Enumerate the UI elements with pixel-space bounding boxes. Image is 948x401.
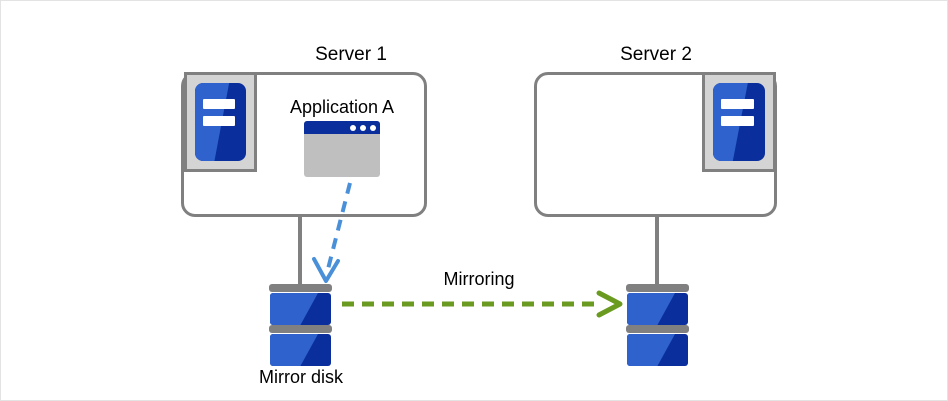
disk-platter-middle bbox=[626, 325, 689, 333]
disk-platter-middle bbox=[269, 325, 332, 333]
disk-block-upper bbox=[270, 293, 331, 325]
server-icon-bar-bottom bbox=[721, 115, 754, 126]
server1-title: Server 1 bbox=[315, 44, 387, 65]
mirror-disk-icon-right bbox=[626, 284, 689, 366]
disk-platter-top bbox=[626, 284, 689, 292]
disk-block-upper bbox=[627, 293, 688, 325]
window-dot-2 bbox=[360, 124, 366, 131]
server2-title: Server 2 bbox=[620, 44, 692, 65]
server-icon-bar-top bbox=[721, 98, 754, 109]
window-titlebar bbox=[304, 121, 380, 134]
window-dot-1 bbox=[350, 124, 356, 131]
disk-platter-top bbox=[269, 284, 332, 292]
application-window-icon bbox=[304, 121, 380, 177]
mirroring-arrow-green bbox=[342, 290, 623, 318]
server-icon-body bbox=[713, 83, 765, 161]
server-icon-bar-bottom bbox=[203, 115, 235, 126]
mirror-disk-icon-left bbox=[269, 284, 332, 366]
window-dot-3 bbox=[370, 124, 376, 131]
disk-block-lower bbox=[270, 334, 331, 366]
server1-machine-icon bbox=[184, 72, 257, 172]
server-icon-bar-top bbox=[203, 98, 235, 109]
server2-disk-connector bbox=[655, 214, 659, 286]
mirror-disk-label: Mirror disk bbox=[259, 367, 343, 387]
disk-block-lower bbox=[627, 334, 688, 366]
mirroring-label: Mirroring bbox=[443, 269, 515, 289]
application-a-label: Application A bbox=[289, 97, 395, 117]
server1-disk-connector bbox=[298, 214, 302, 286]
server2-machine-icon bbox=[702, 72, 776, 172]
server-icon-body bbox=[195, 83, 246, 161]
